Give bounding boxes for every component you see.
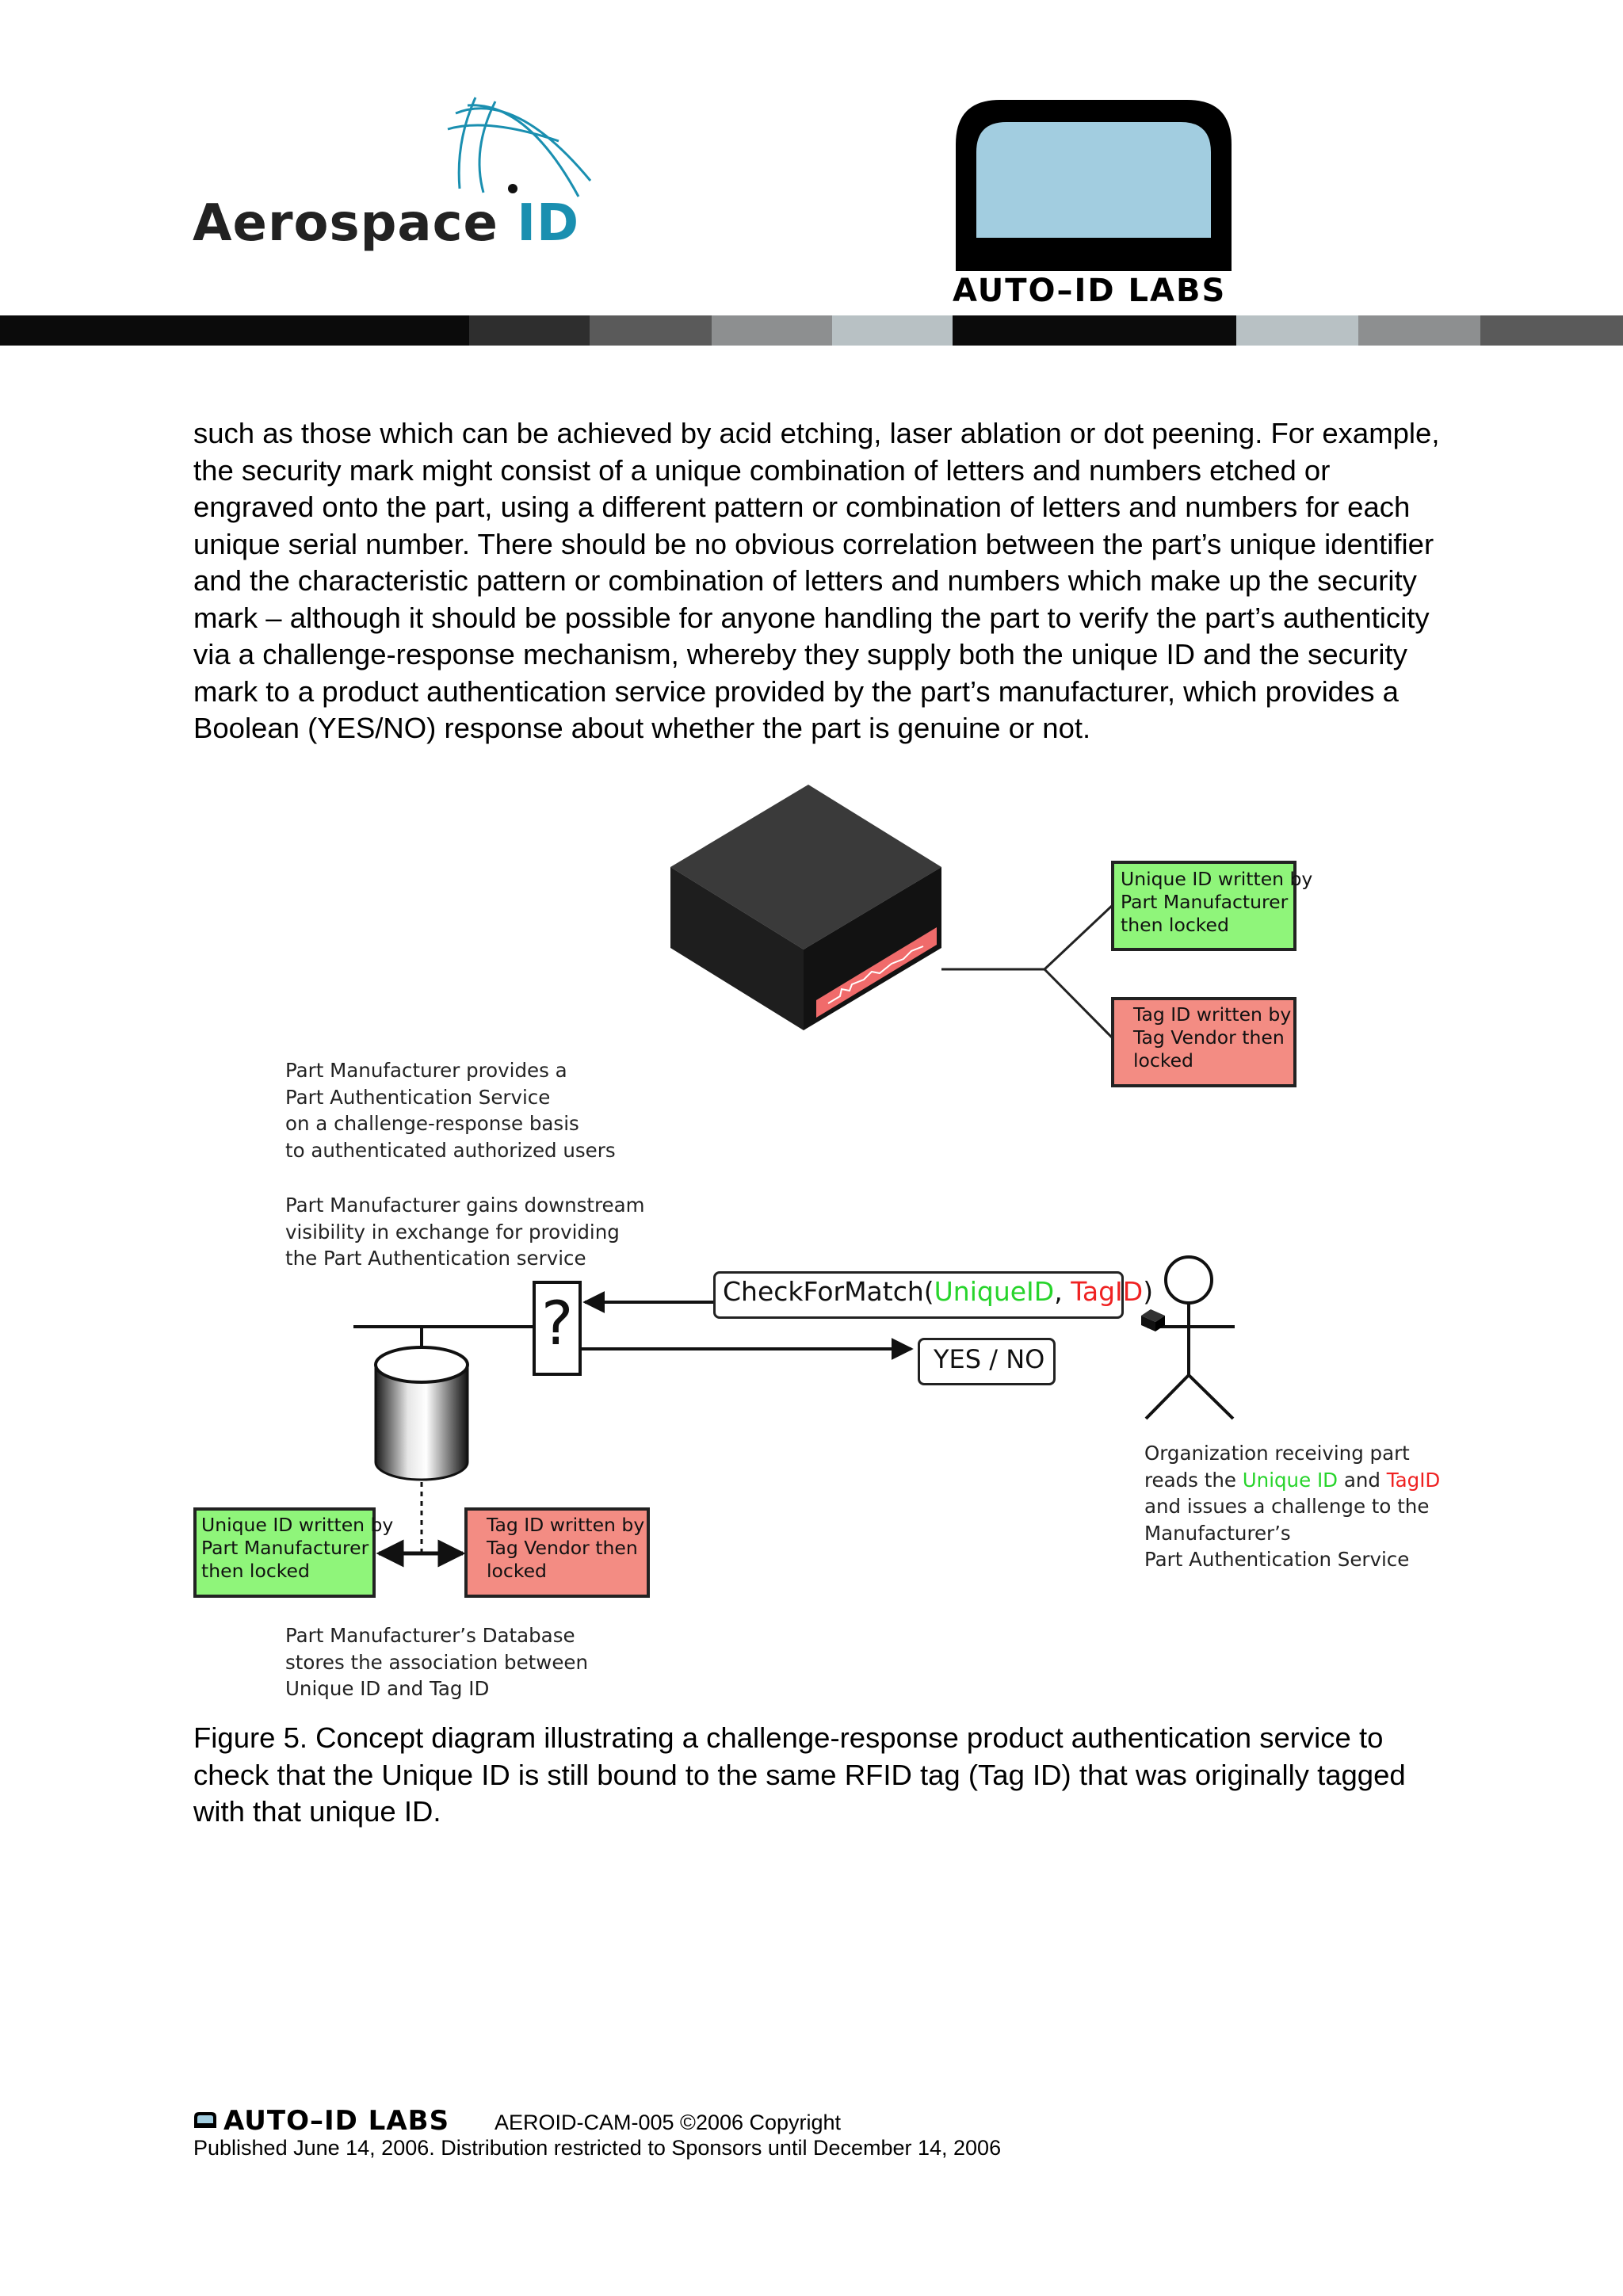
footer-published: Published June 14, 2006. Distribution re… — [193, 2136, 1002, 2160]
auto-id-labs-mini-logo-icon — [194, 2112, 216, 2128]
unique-id-box-bottom-text: Unique ID written by Part Manufacturer t… — [201, 1514, 394, 1582]
org-and: and — [1338, 1468, 1387, 1492]
part-box-icon — [670, 785, 941, 1030]
org-unique-id: Unique ID — [1242, 1468, 1338, 1492]
tag-id-box-bottom — [464, 1507, 650, 1598]
footer-document-code: AEROID-CAM-005 ©2006 Copyright — [495, 2111, 842, 2134]
auto-id-labs-logo-icon — [956, 100, 1232, 271]
org-line-3: and issues a challenge to the Manufactur… — [1144, 1495, 1430, 1571]
authentication-service-box — [533, 1281, 582, 1376]
body-paragraph: such as those which can be achieved by a… — [193, 415, 1453, 747]
paragraph-text: such as those which can be achieved by a… — [193, 417, 1440, 744]
check-tag-id: TagID — [1071, 1276, 1144, 1307]
aerospace-swoosh-icon — [447, 97, 592, 197]
band-segment — [469, 315, 590, 346]
org-tag-id: TagID — [1386, 1468, 1441, 1492]
database-note: Part Manufacturer’s Database stores the … — [285, 1624, 588, 1700]
org-reads: reads the — [1144, 1468, 1243, 1492]
caption-text: Figure 5. Concept diagram illustrating a… — [193, 1721, 1406, 1828]
database-cylinder-icon — [374, 1346, 469, 1481]
band-segment — [1358, 315, 1480, 346]
band-segment — [1236, 315, 1358, 346]
footer-brand: AUTO–ID LABS — [223, 2105, 450, 2137]
unique-id-box-top — [1111, 861, 1296, 951]
aerospace-logo-id: ID — [517, 194, 580, 253]
held-part-icon — [1141, 1309, 1165, 1331]
service-note: Part Manufacturer provides a Part Authen… — [285, 1059, 616, 1162]
check-close: ) — [1143, 1276, 1154, 1307]
unique-id-box-bottom — [193, 1507, 376, 1598]
organization-note: Organization receiving part reads the Un… — [1144, 1440, 1440, 1573]
band-segment — [953, 315, 1236, 346]
aerospace-id-logo: Aerospace ID — [193, 194, 579, 253]
check-for-match-call — [713, 1271, 1124, 1319]
yes-no-text: YES / NO — [934, 1344, 1045, 1374]
visibility-note: Part Manufacturer gains downstream visib… — [285, 1194, 645, 1270]
auto-id-labs-wordmark: AUTO–ID LABS — [953, 273, 1227, 309]
check-for-match-text: CheckForMatch(UniqueID, TagID) — [723, 1276, 1153, 1307]
band-segment — [712, 315, 832, 346]
org-line-1: Organization receiving part — [1144, 1442, 1410, 1465]
check-unique-id: UniqueID — [934, 1276, 1055, 1307]
check-comma: , — [1054, 1276, 1071, 1307]
tag-id-box-top-text: Tag ID written by Tag Vendor then locked — [1133, 1003, 1292, 1072]
tag-id-box-top — [1111, 997, 1296, 1087]
band-segment — [1480, 315, 1623, 346]
org-line-2: reads the Unique ID and TagID — [1144, 1467, 1440, 1494]
band-segment — [590, 315, 712, 346]
figure-caption: Figure 5. Concept diagram illustrating a… — [193, 1720, 1453, 1831]
aerospace-logo-name: Aerospace — [193, 194, 498, 253]
tag-id-box-bottom-text: Tag ID written by Tag Vendor then locked — [487, 1514, 645, 1582]
band-segment — [832, 315, 953, 346]
unique-id-box-top-text: Unique ID written by Part Manufacturer t… — [1121, 868, 1313, 936]
yes-no-response — [918, 1338, 1056, 1385]
check-fn-label: CheckForMatch( — [723, 1276, 934, 1307]
band-segment — [0, 315, 469, 346]
person-icon — [1144, 1255, 1235, 1420]
question-mark-icon: ? — [541, 1288, 574, 1358]
